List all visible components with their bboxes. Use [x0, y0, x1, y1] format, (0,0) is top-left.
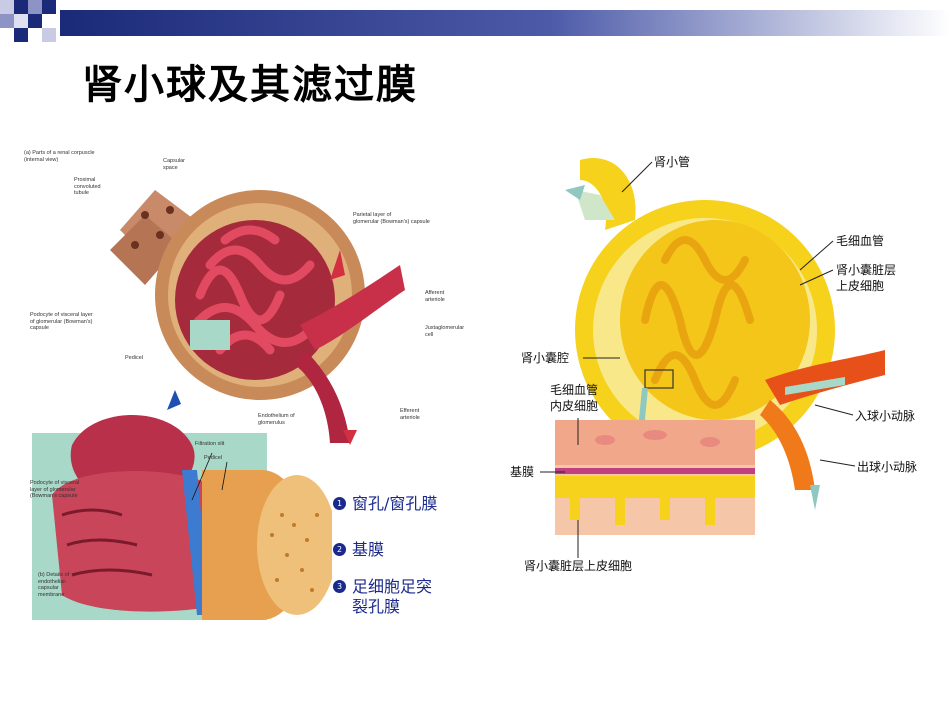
label-capsular-space: Capsular space [163, 158, 186, 171]
renal-corpuscle-illustration [110, 190, 405, 445]
label-afferent-arteriole: Afferent arteriole [425, 290, 445, 303]
caption-a: (a) Parts of a renal corpuscle (internal… [24, 150, 95, 163]
label-podocyte-b: Podocyte of visceral layer of glomerular… [30, 480, 80, 499]
label-endothelium: Endothelium of glomerulus [258, 413, 295, 426]
filtration-membrane-illustration [32, 415, 332, 620]
label-capsule-cavity: 肾小囊腔 [521, 351, 570, 365]
label-endothelium-cn: 毛细血管 内皮细胞 [550, 383, 599, 413]
label-visceral-layer-bottom: 肾小囊脏层上皮细胞 [524, 559, 633, 573]
label-tubule: 肾小管 [654, 155, 691, 169]
label-parietal-layer: Parietal layer of glomerular (Bowman's) … [353, 212, 430, 225]
legend-text: 基膜 [352, 540, 385, 559]
legend-item-3: 3 足细胞足突 裂孔膜 [333, 577, 432, 617]
legend-number-icon: 2 [333, 543, 346, 556]
caption-b: (b) Details of endothelial- capsular mem… [38, 572, 70, 598]
label-afferent-cn: 入球小动脉 [855, 409, 916, 423]
legend-number-icon: 3 [333, 580, 346, 593]
label-juxtaglomerular: Juxtaglomerular cell [425, 325, 465, 338]
label-proximal-tubule: Proximal convoluted tubule [74, 177, 101, 196]
legend-text: 足细胞足突 裂孔膜 [352, 577, 433, 616]
label-filtration-slit: Filtration slit [195, 441, 225, 447]
legend-item-2: 2 基膜 [333, 540, 384, 560]
label-visceral-epithelium: 肾小囊脏层 上皮细胞 [836, 263, 897, 293]
label-pedicel-a: Pedicel [125, 355, 144, 361]
label-efferent-arteriole: Efferent arteriole [400, 408, 420, 421]
page-title: 肾小球及其滤过膜 [82, 62, 418, 108]
label-basement-membrane: 基膜 [510, 465, 535, 479]
label-capillary: 毛细血管 [836, 234, 885, 248]
legend-number-icon: 1 [333, 497, 346, 510]
title-bar-decoration [0, 0, 950, 42]
label-podocyte-a: Podocyte of visceral layer of glomerular… [30, 312, 93, 331]
label-pedicel-b: Pedicel [204, 455, 223, 461]
glomerulus-yellow-illustration [555, 158, 885, 535]
legend-text: 窗孔/窗孔膜 [352, 494, 438, 513]
label-efferent-cn: 出球小动脉 [857, 460, 918, 474]
legend-item-1: 1 窗孔/窗孔膜 [333, 494, 437, 514]
